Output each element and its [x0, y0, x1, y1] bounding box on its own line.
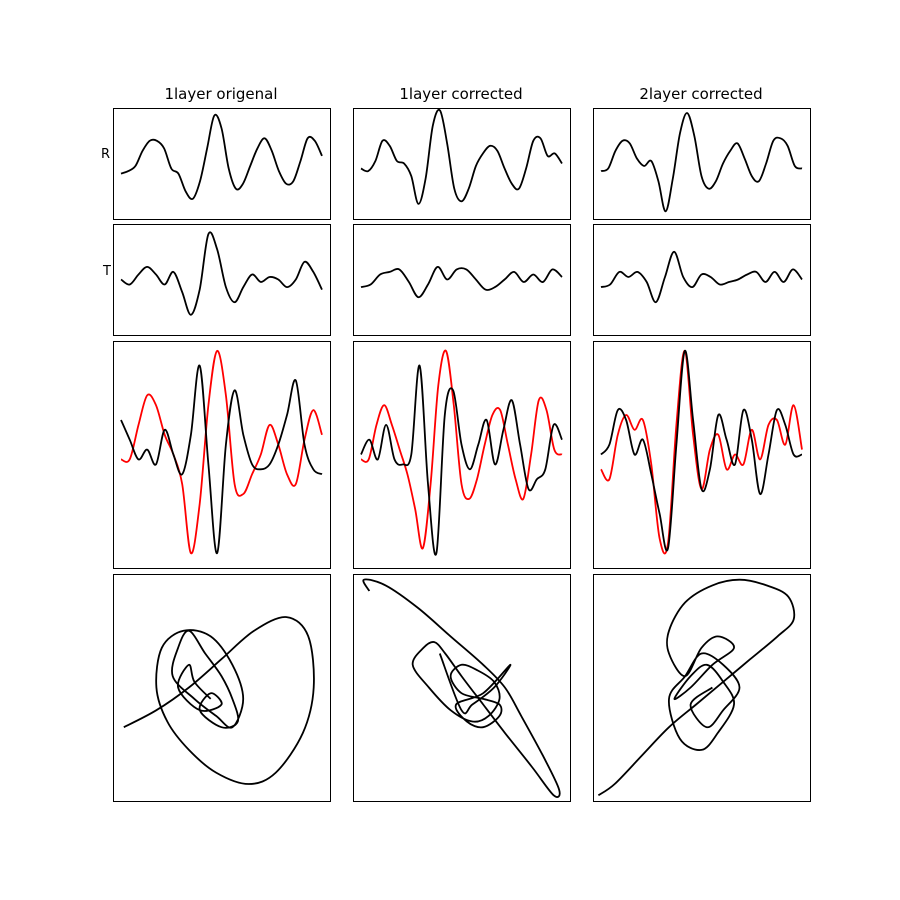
axes-frame — [353, 341, 571, 569]
axes-frame — [353, 108, 571, 220]
panel-overlay-1 — [113, 341, 331, 569]
axes-frame — [593, 108, 811, 220]
panel-r-2 — [353, 108, 571, 220]
row-label-t: T — [103, 264, 111, 279]
panel-overlay-2 — [353, 341, 571, 569]
axes-frame — [113, 574, 331, 802]
series-line-black — [597, 578, 796, 797]
panel-t-2 — [353, 224, 571, 336]
panel-phase-1 — [113, 574, 331, 802]
series-line-black — [600, 250, 803, 304]
axes-frame — [353, 224, 571, 336]
axes-frame — [113, 108, 331, 220]
panel-t-1 — [113, 224, 331, 336]
series-line-red — [120, 349, 323, 555]
series-line-black — [120, 231, 323, 316]
series-line-black — [123, 616, 315, 785]
series-line-black — [120, 364, 323, 555]
row-label-r: R — [101, 147, 111, 162]
series-line-black — [120, 113, 323, 201]
series-line-black — [360, 108, 563, 205]
axes-frame — [353, 574, 571, 802]
column-title: 2layer corrected — [639, 85, 763, 103]
panel-t-3 — [593, 224, 811, 336]
series-line-black — [360, 364, 563, 556]
axes-frame — [593, 224, 811, 336]
series-line-red — [360, 349, 563, 550]
axes-frame — [113, 341, 331, 569]
panel-phase-3 — [593, 574, 811, 802]
axes-frame — [593, 341, 811, 569]
panel-phase-2 — [353, 574, 571, 802]
series-line-black — [360, 266, 563, 299]
column-title: 1layer corrected — [399, 85, 523, 103]
panel-r-1 — [113, 108, 331, 220]
series-line-black — [600, 112, 803, 213]
axes-frame — [113, 224, 331, 336]
panel-overlay-3 — [593, 341, 811, 569]
series-line-red — [600, 349, 803, 555]
axes-frame — [593, 574, 811, 802]
panel-r-3 — [593, 108, 811, 220]
column-title: 1layer origenal — [164, 85, 278, 103]
series-line-black — [362, 578, 561, 798]
series-line-black — [600, 349, 803, 552]
